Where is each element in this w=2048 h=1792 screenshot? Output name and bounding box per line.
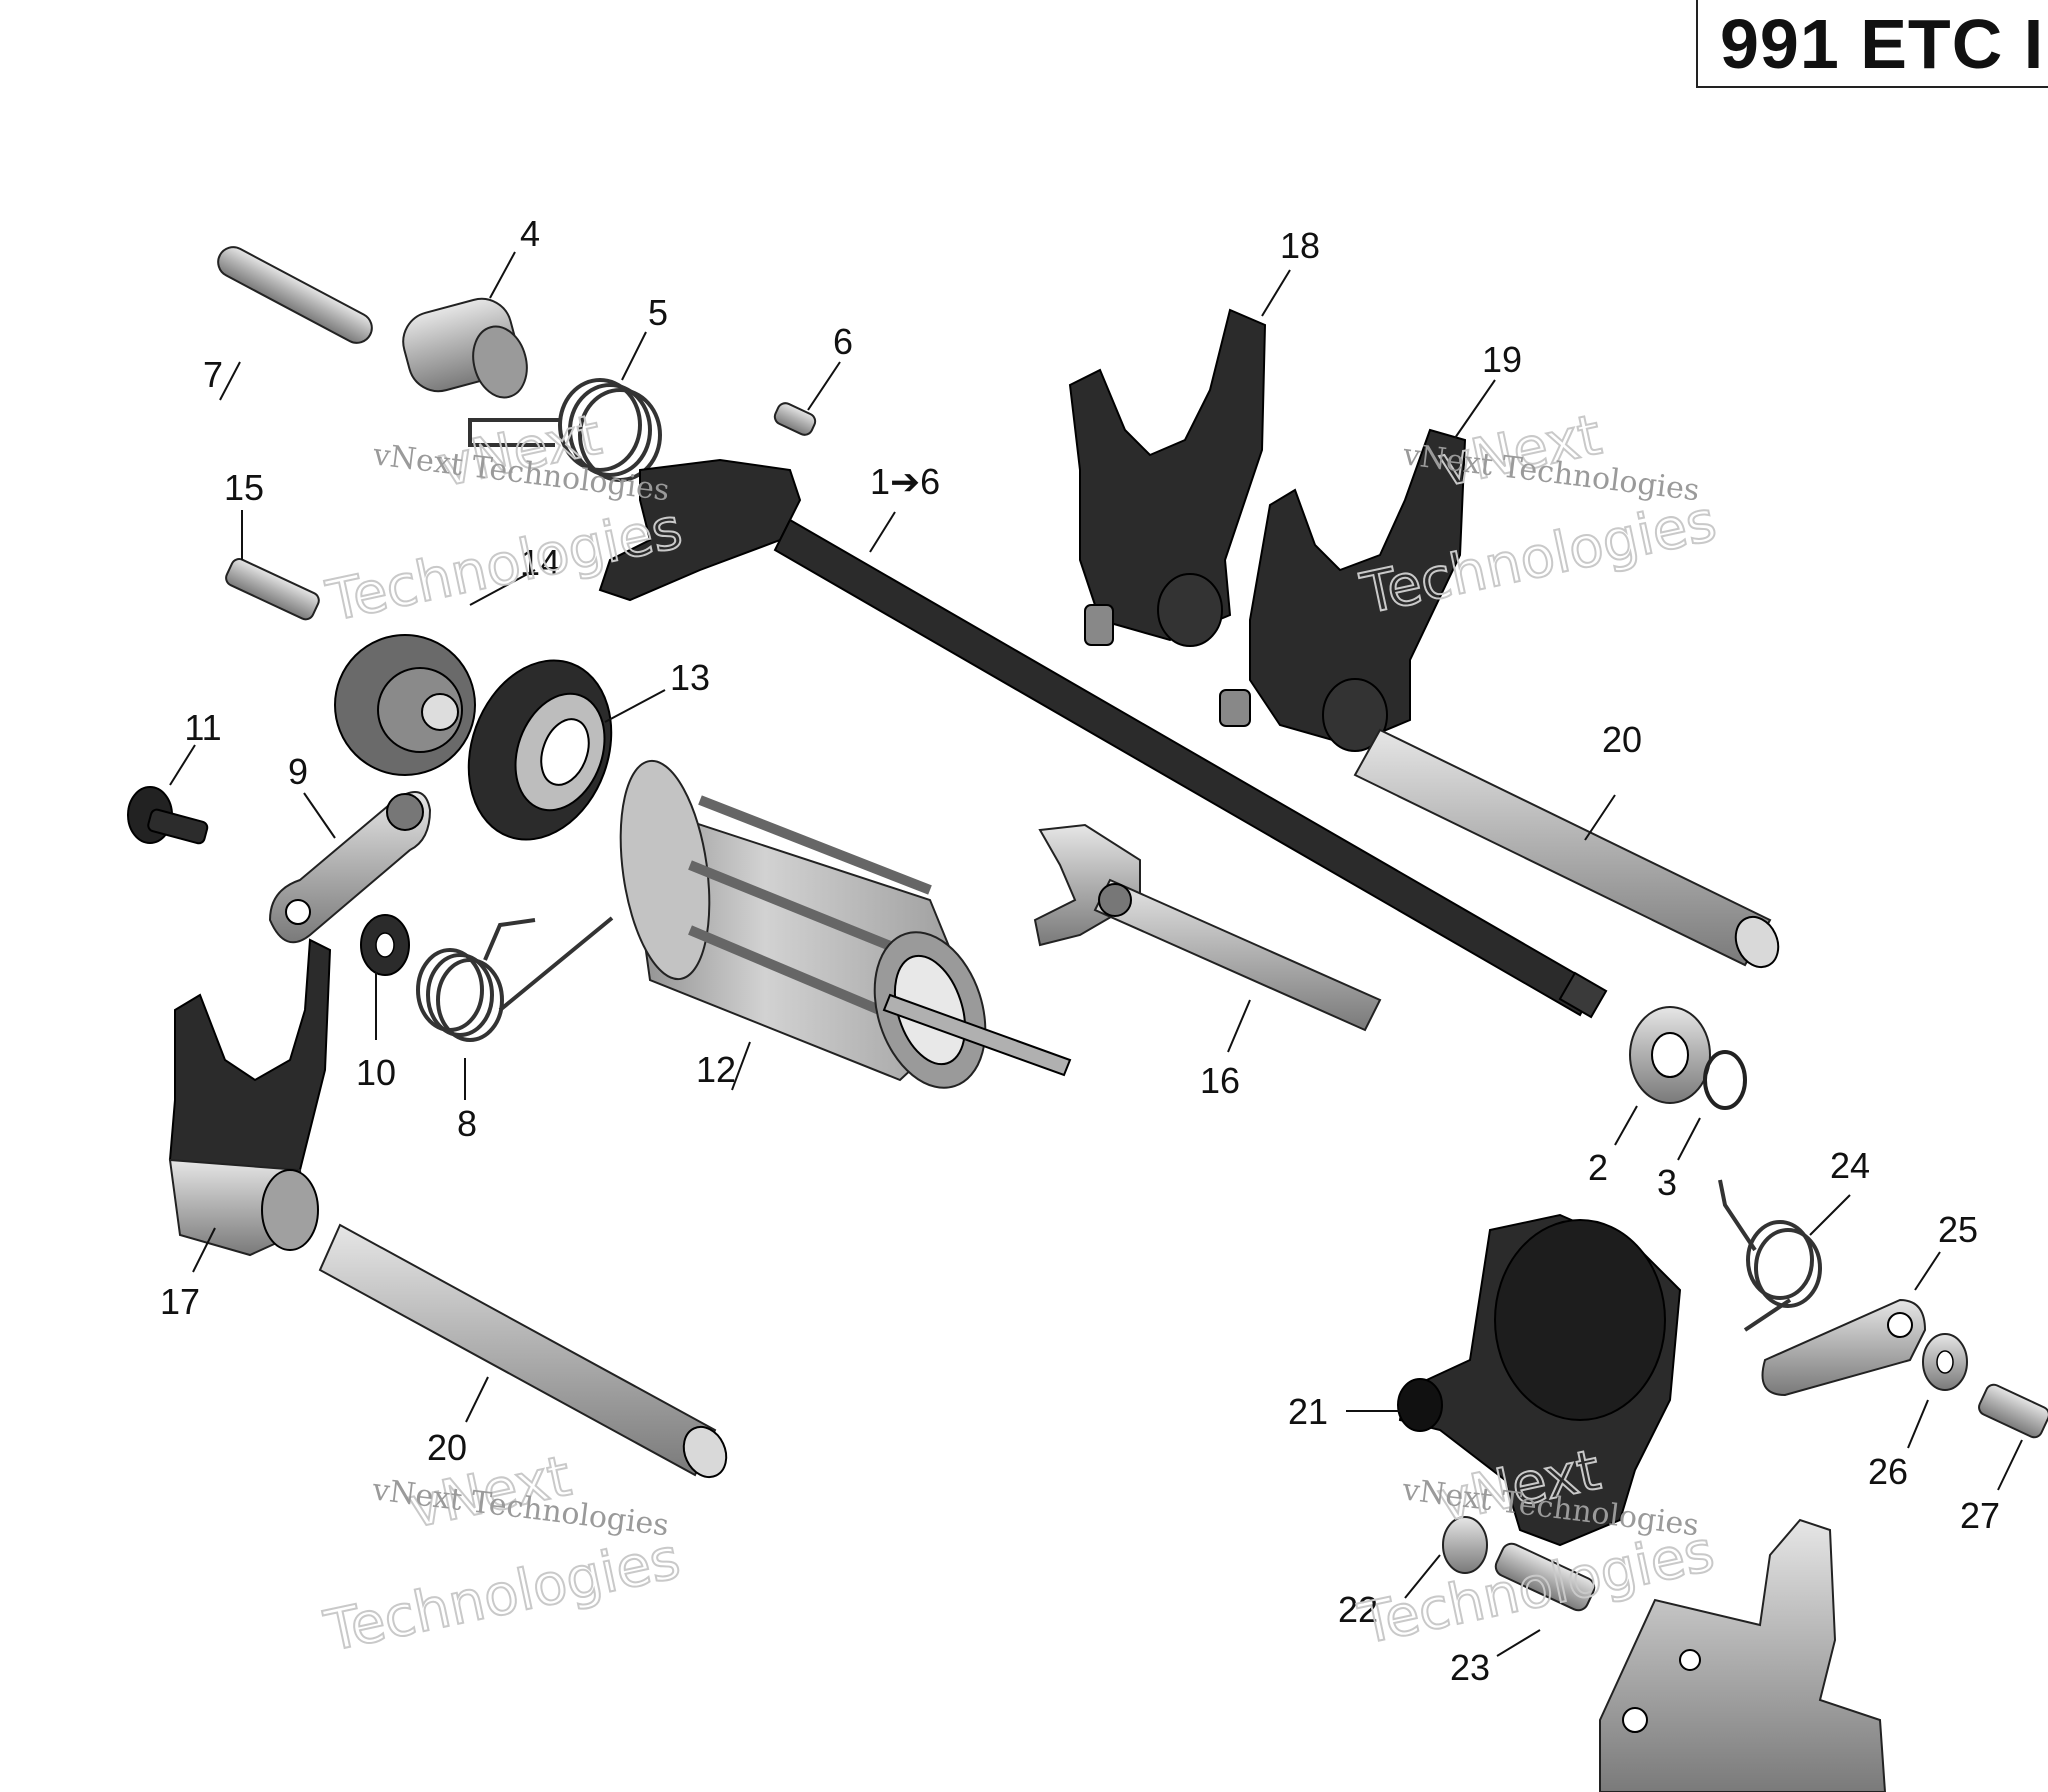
part-27-bolt [1978,1383,2048,1439]
part-2-washer [1629,1006,1711,1104]
callout-label: 18 [1280,225,1320,266]
part-4-bushing [402,297,528,399]
watermark-word2: Technologies [321,496,687,635]
leader-lines [169,251,2023,1657]
part-19-shift-fork [1219,428,1467,752]
callout-label: 9 [288,751,308,792]
callout-label: 27 [1960,1495,2000,1536]
part-9-lever [268,791,432,944]
callout-label: 8 [457,1103,477,1144]
callout-label: 17 [160,1281,200,1322]
callout-label: 20 [427,1427,467,1468]
part-20-rod-lower [318,1223,728,1479]
callout-label: 13 [670,657,710,698]
part-21-position-sensor [1397,1213,1682,1547]
callout-label: 25 [1938,1209,1978,1250]
callout-label: 3 [1657,1162,1677,1203]
watermark-word2: Technologies [319,1526,685,1665]
part-16-shaft-with-lever [1033,823,1382,1032]
part-5-spring [468,378,662,482]
part-bracket [1599,1518,1887,1792]
part-1-shift-shaft [598,458,1608,1019]
callout-label: 11 [184,707,221,748]
callout-label: 21 [1288,1391,1328,1432]
part-6-spring-small [773,402,817,436]
callout-labels: 1➔6 2 3 4 5 6 7 8 9 10 11 12 13 14 15 16… [160,213,2000,1688]
callout-label: 23 [1450,1647,1490,1688]
part-22-washer [1442,1516,1488,1574]
callout-label: 7 [203,354,223,395]
callout-label: 20 [1602,719,1642,760]
callout-label: 14 [520,542,560,583]
part-17-shift-fork [168,938,332,1257]
part-26-washer [1922,1333,1968,1391]
part-20-rod-upper [1353,728,1780,969]
callout-label: 2 [1588,1147,1608,1188]
callout-label: 12 [696,1049,736,1090]
callout-label: 4 [520,213,540,254]
part-3-circlip [1703,1050,1747,1110]
callout-label: 16 [1200,1060,1240,1101]
callout-label: 1➔6 [870,461,940,502]
watermark-group-3: vNext Technologies vNext Technologies [318,1443,686,1666]
callout-label: 5 [648,292,668,333]
diagram-code-box: 991 ETC I [1696,0,2048,88]
callout-label: 19 [1482,339,1522,380]
callout-label: 6 [833,321,853,362]
part-7-pin [217,246,373,344]
part-11-screw [127,786,209,845]
part-14-star-wheel [334,634,476,776]
part-15-bolt [225,558,320,621]
part-24-spring [1718,1179,1822,1332]
callout-label: 26 [1868,1451,1908,1492]
part-13-bearing [467,659,613,841]
callout-label: 24 [1830,1145,1870,1186]
part-10-washer [360,914,410,976]
part-12-shift-drum [619,759,1072,1089]
part-23-bolt [1494,1542,1596,1612]
callout-label: 22 [1338,1589,1378,1630]
callout-label: 15 [224,467,264,508]
part-18-shift-fork [1068,308,1267,647]
part-8-spring [416,916,614,1042]
diagram-code: 991 ETC I [1720,5,2045,83]
callout-label: 10 [356,1052,396,1093]
part-25-lever [1761,1298,1927,1397]
